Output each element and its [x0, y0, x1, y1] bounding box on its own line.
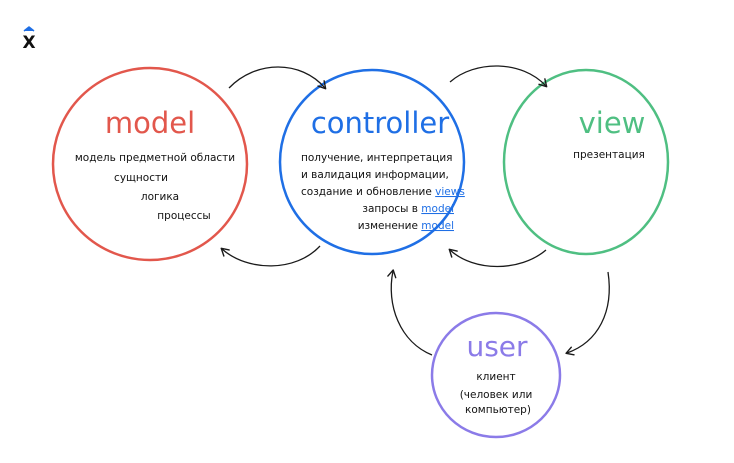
logo-accent-icon [23, 26, 35, 32]
logo: X [22, 26, 36, 53]
user-line-1: клиент [476, 371, 515, 383]
controller-requests-text: запросы в [362, 203, 418, 215]
view-line-1: презентация [573, 149, 645, 161]
view-circle [502, 68, 670, 256]
arrow-controller-to-model [220, 245, 321, 267]
controller-change-text: изменение [358, 220, 418, 232]
user-title: user [466, 330, 528, 363]
model-line-1: модель предметной области [75, 152, 235, 164]
controller-model-link-2[interactable]: model [421, 220, 454, 232]
controller-change-line: изменение model [358, 220, 454, 232]
controller-line-3-text: создание и обновление [301, 186, 432, 198]
controller-requests-line: запросы в model [362, 203, 454, 215]
view-title: view [579, 106, 646, 140]
model-line-2: сущности [114, 172, 168, 184]
controller-line-1: получение, интерпретация [301, 152, 452, 164]
arrow-model-to-controller [228, 66, 327, 90]
controller-line-2: и валидация информации, [301, 169, 449, 181]
controller-model-link-1[interactable]: model [421, 203, 454, 215]
controller-views-link[interactable]: views [435, 186, 465, 198]
controller-title: controller [311, 106, 449, 140]
arrow-user-to-controller [387, 269, 433, 356]
user-line-3: компьютер) [465, 404, 531, 416]
model-line-3: логика [141, 191, 179, 203]
controller-line-3: создание и обновление views [301, 186, 465, 198]
user-line-2: (человек или [460, 389, 533, 401]
arrow-view-to-controller [448, 248, 547, 268]
user-circle [430, 311, 562, 439]
arrow-controller-to-view [449, 65, 548, 88]
controller-circle [278, 68, 466, 256]
model-line-4: процессы [157, 210, 210, 222]
model-circle [51, 66, 249, 262]
arrow-view-to-user [565, 271, 610, 356]
logo-text: X [22, 33, 35, 53]
model-title: model [105, 106, 195, 140]
